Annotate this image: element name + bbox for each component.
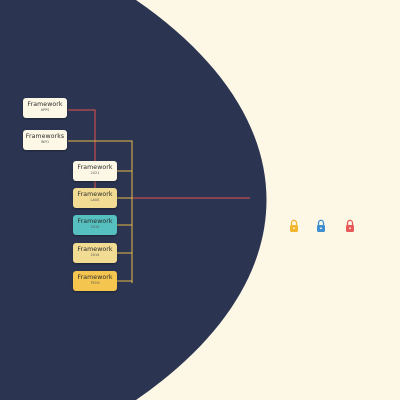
navy-circle-panel xyxy=(0,0,267,400)
node-title: Frameworks xyxy=(25,133,65,140)
node-subtitle: LAUS xyxy=(90,198,100,202)
node-subtitle: 2014 xyxy=(90,253,100,257)
node-title: Framework xyxy=(77,274,113,281)
node-title: Framework xyxy=(27,101,63,108)
node-title: Framework xyxy=(77,164,113,171)
lock-icon[interactable] xyxy=(289,219,299,233)
node-frameworks-info[interactable]: Frameworks INFO xyxy=(23,130,67,150)
node-framework-apps[interactable]: Framework APPS xyxy=(23,98,67,118)
lock-icon[interactable] xyxy=(345,219,355,233)
connector-primary xyxy=(68,109,250,199)
node-framework-tech[interactable]: Framework TECH xyxy=(73,271,117,291)
node-framework-laus[interactable]: Framework LAUS xyxy=(73,188,117,208)
node-subtitle: TECH xyxy=(90,281,100,285)
node-framework-2021[interactable]: Framework 2021 xyxy=(73,161,117,181)
node-framework-2014[interactable]: Framework 2014 xyxy=(73,243,117,263)
node-framework-2015[interactable]: Framework 2015 xyxy=(73,215,117,235)
lock-icon[interactable] xyxy=(316,219,326,233)
connector-branch xyxy=(68,140,133,283)
node-title: Framework xyxy=(77,218,113,225)
node-subtitle: INFO xyxy=(40,140,50,144)
node-subtitle: 2015 xyxy=(90,225,100,229)
node-subtitle: 2021 xyxy=(90,171,100,175)
node-title: Framework xyxy=(77,246,113,253)
node-title: Framework xyxy=(77,191,113,198)
node-subtitle: APPS xyxy=(40,108,50,112)
